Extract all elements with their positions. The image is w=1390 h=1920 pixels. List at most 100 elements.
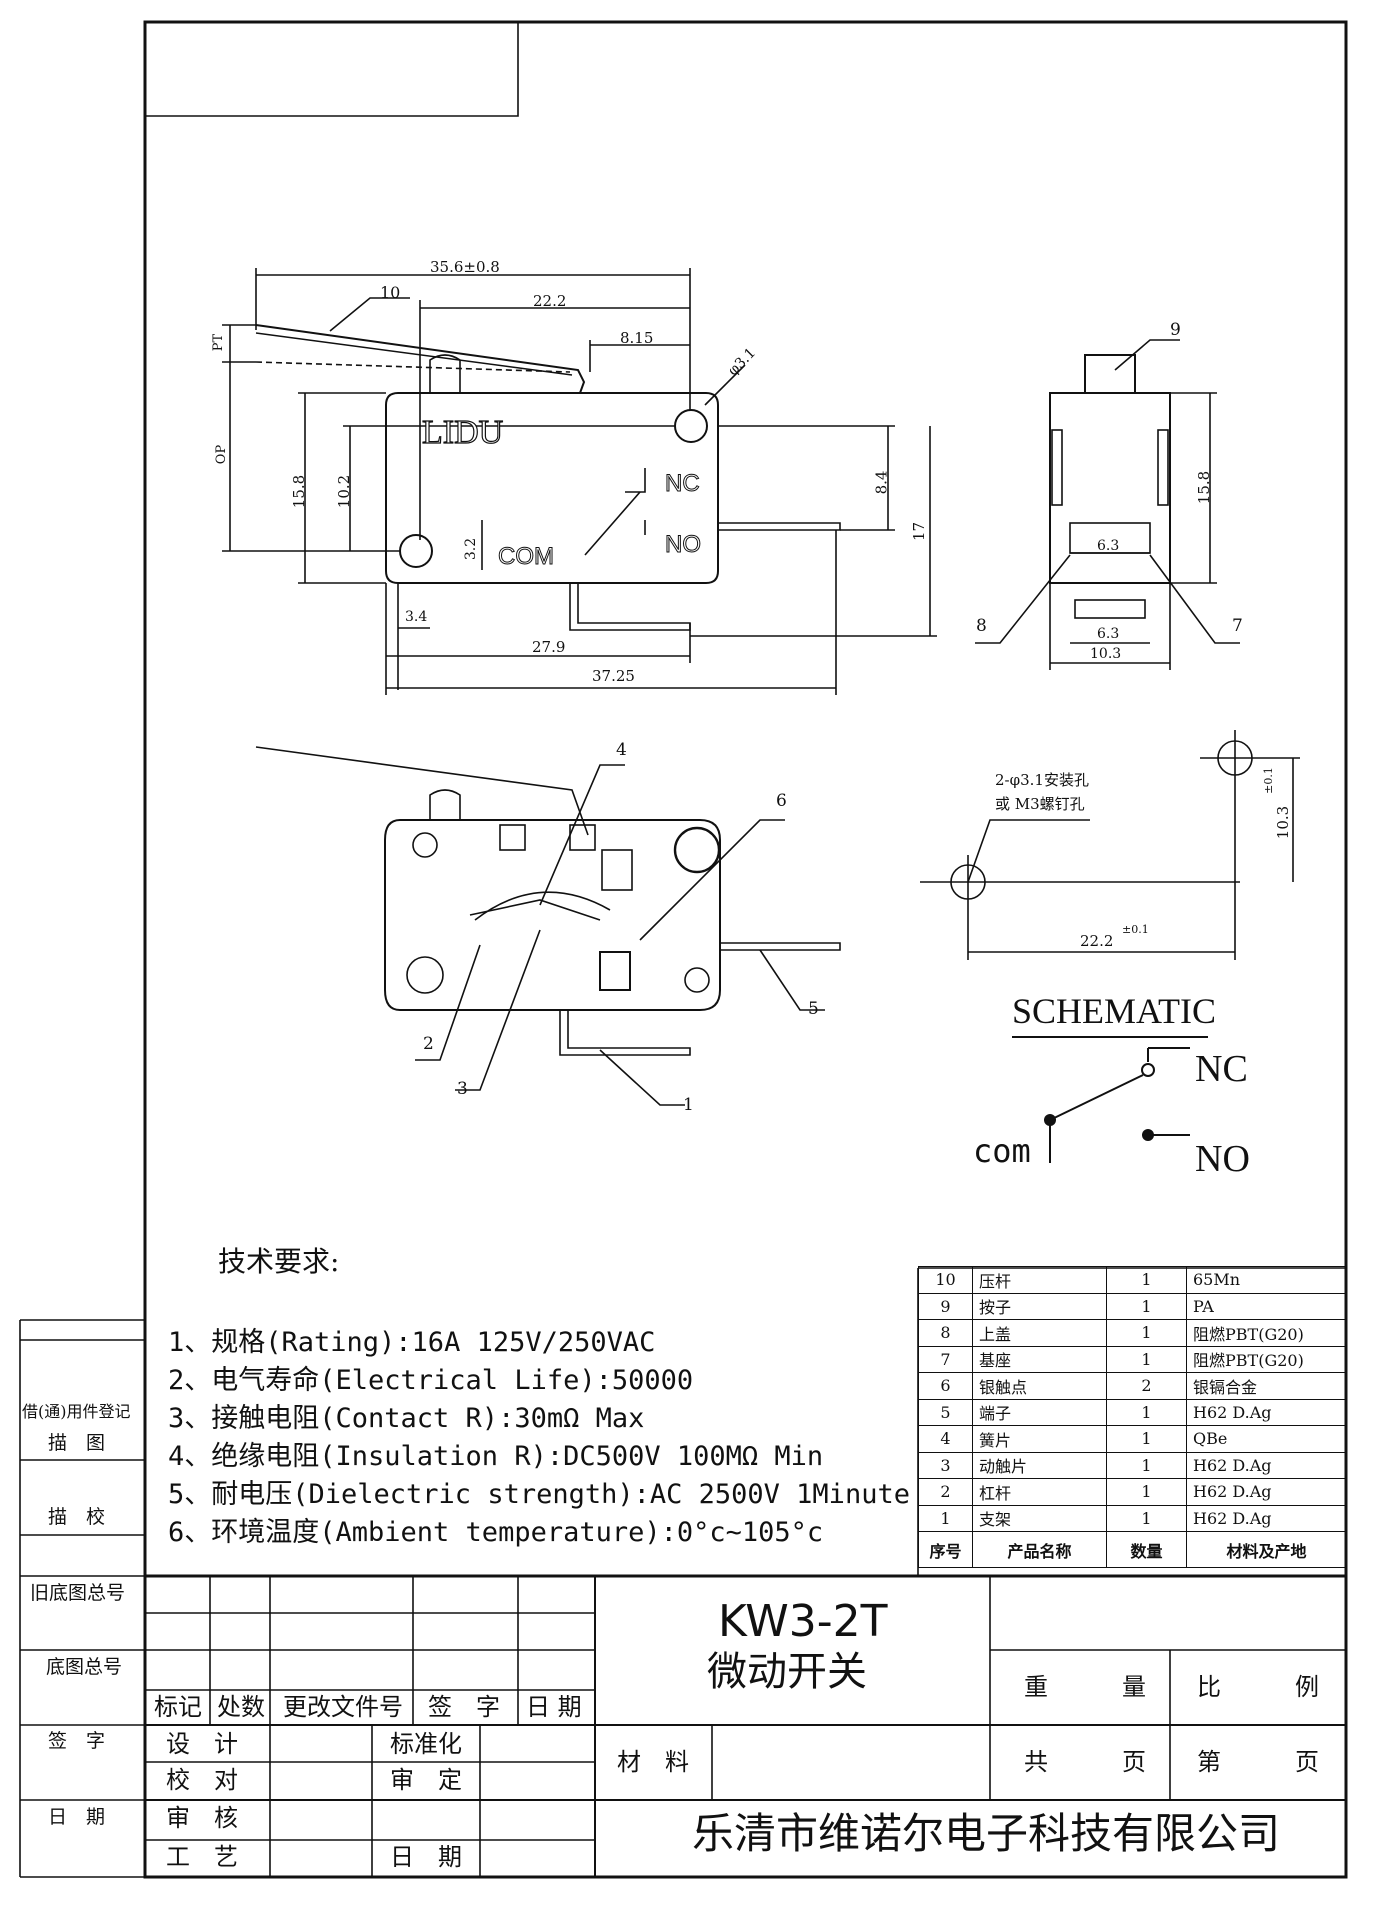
schematic-nc: NC [1195,1048,1248,1090]
parts-cell-material: H62 D.Ag [1186,1451,1347,1479]
terminal-nc-label: NC [665,470,701,497]
mount-note-1: 2-φ3.1安装孔 [995,771,1089,789]
callout-7: 7 [1232,616,1243,636]
parts-cell-no: 3 [918,1451,973,1479]
parts-cell-name: 动触片 [972,1451,1107,1479]
approve-label: 审 定 [390,1766,462,1794]
callout-4: 4 [616,740,627,760]
dim-total-17: 17 [910,521,929,542]
schematic-title: SCHEMATIC [1012,991,1217,1031]
page-label-2: 页 [1295,1748,1319,1776]
parts-cell-no: 序号 [918,1531,973,1568]
dim-height-15-8: 15.8 [290,474,309,509]
callout-6: 6 [776,791,787,811]
parts-cell-no: 5 [918,1398,973,1426]
parts-cell-name: 产品名称 [972,1531,1107,1568]
parts-cell-name: 簧片 [972,1425,1107,1453]
parts-cell-name: 压杆 [972,1266,1107,1294]
parts-cell-no: 7 [918,1345,973,1373]
rev-count: 处数 [217,1693,265,1721]
parts-cell-material: 银镉合金 [1186,1372,1347,1400]
rev-mark: 标记 [154,1693,202,1721]
callout-9: 9 [1170,320,1181,340]
side-signature: 签 字 [48,1730,106,1752]
parts-cell-material: H62 D.Ag [1186,1478,1347,1506]
parts-cell-name: 银触点 [972,1372,1107,1400]
parts-cell-name: 杠杆 [972,1478,1107,1506]
parts-cell-no: 8 [918,1319,973,1347]
requirement-6: 6、环境温度(Ambient temperature):0°c~105°c [168,1517,824,1548]
callout-2: 2 [423,1034,434,1054]
dim-overall-length: 35.6±0.8 [430,258,500,276]
dim-height-10-2: 10.2 [335,474,354,509]
dim-pt: PT [211,333,227,352]
scale-label-1: 比 [1197,1673,1221,1701]
dim-term-8-4: 8.4 [872,470,891,495]
parts-table-header: 序号产品名称数量材料及产地 [918,1531,1347,1568]
dim-mount-tol-v: ±0.1 [1261,767,1275,794]
weight-label-1: 重 [1024,1673,1048,1701]
parts-cell-material: 65Mn [1186,1266,1347,1294]
parts-cell-qty: 数量 [1106,1531,1187,1568]
company-name: 乐清市维诺尔电子科技有限公司 [692,1809,1281,1858]
terminal-no-label: NO [665,531,702,558]
side-date: 日 期 [48,1806,106,1828]
dim-mount-22-2: 22.2 [1080,932,1114,950]
weight-label-2: 量 [1122,1673,1146,1701]
product-name: 微动开关 [707,1649,867,1695]
standard-label: 标准化 [390,1730,462,1758]
brand-label: LIDU [421,414,504,451]
parts-cell-qty: 1 [1106,1478,1187,1506]
product-model: KW3-2T [718,1596,888,1647]
dim-op: OP [214,444,230,465]
parts-cell-qty: 1 [1106,1451,1187,1479]
parts-cell-material: 阻燃PBT(G20) [1186,1345,1347,1373]
parts-cell-name: 基座 [972,1345,1107,1373]
side-register: 借(通)用件登记 [22,1402,131,1421]
dim-body-27-9: 27.9 [532,638,566,656]
parts-cell-no: 1 [918,1504,973,1532]
scale-label-2: 例 [1295,1673,1319,1701]
side-trace-check: 描 校 [48,1506,106,1528]
requirement-3: 3、接触电阻(Contact R):30mΩ Max [168,1403,645,1434]
callout-8: 8 [976,616,987,636]
parts-cell-no: 6 [918,1372,973,1400]
dim-mount-tol-h: ±0.1 [1122,923,1149,936]
side-base-no: 底图总号 [46,1656,123,1678]
dim-side-6-3-bottom: 6.3 [1097,626,1120,642]
side-old-base-no: 旧底图总号 [30,1582,126,1604]
check-label: 校 对 [166,1766,238,1794]
parts-cell-name: 上盖 [972,1319,1107,1347]
schematic-com: com [973,1132,1031,1170]
callout-5: 5 [808,999,819,1019]
dim-body-37-25: 37.25 [592,667,635,685]
total-pages-label-1: 共 [1024,1748,1048,1776]
callout-3: 3 [457,1079,468,1099]
parts-cell-material: 阻燃PBT(G20) [1186,1319,1347,1347]
terminal-com-label: COM [498,543,555,570]
rev-date: 日 期 [526,1693,582,1721]
parts-cell-no: 9 [918,1292,973,1320]
parts-cell-material: 材料及产地 [1186,1531,1347,1568]
parts-cell-qty: 1 [1106,1319,1187,1347]
parts-cell-name: 按子 [972,1292,1107,1320]
dim-mount-10-3: 10.3 [1274,805,1293,840]
dim-side-6-3-top: 6.3 [1097,538,1120,554]
rev-sign: 签 字 [428,1693,500,1721]
parts-cell-no: 4 [918,1425,973,1453]
process-label: 工 艺 [166,1843,238,1871]
dim-lever-span: 22.2 [533,292,567,310]
requirement-1: 1、规格(Rating):16A 125V/250VAC [168,1327,656,1358]
dim-hole-dy: 3.2 [463,537,480,561]
